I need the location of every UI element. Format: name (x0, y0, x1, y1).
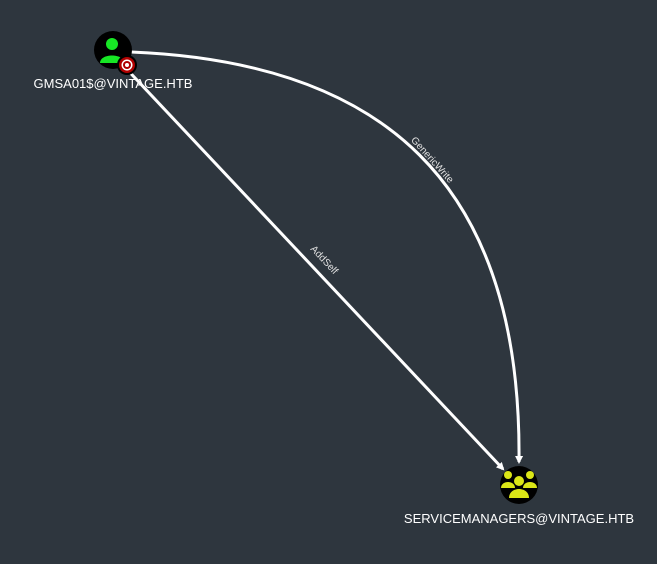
node-label-servicemanagers: SERVICEMANAGERS@VINTAGE.HTB (404, 511, 634, 526)
group-icon (501, 471, 537, 498)
node-label-gmsa01: GMSA01$@VINTAGE.HTB (34, 76, 193, 91)
target-icon (117, 55, 137, 75)
edge-addself[interactable]: AddSelf (118, 60, 505, 471)
node-gmsa01[interactable]: GMSA01$@VINTAGE.HTB (34, 31, 193, 91)
edge-label-genericwrite: GenericWrite (408, 135, 455, 186)
node-servicemanagers[interactable]: SERVICEMANAGERS@VINTAGE.HTB (404, 466, 634, 526)
edge-label-addself: AddSelf (308, 244, 340, 277)
